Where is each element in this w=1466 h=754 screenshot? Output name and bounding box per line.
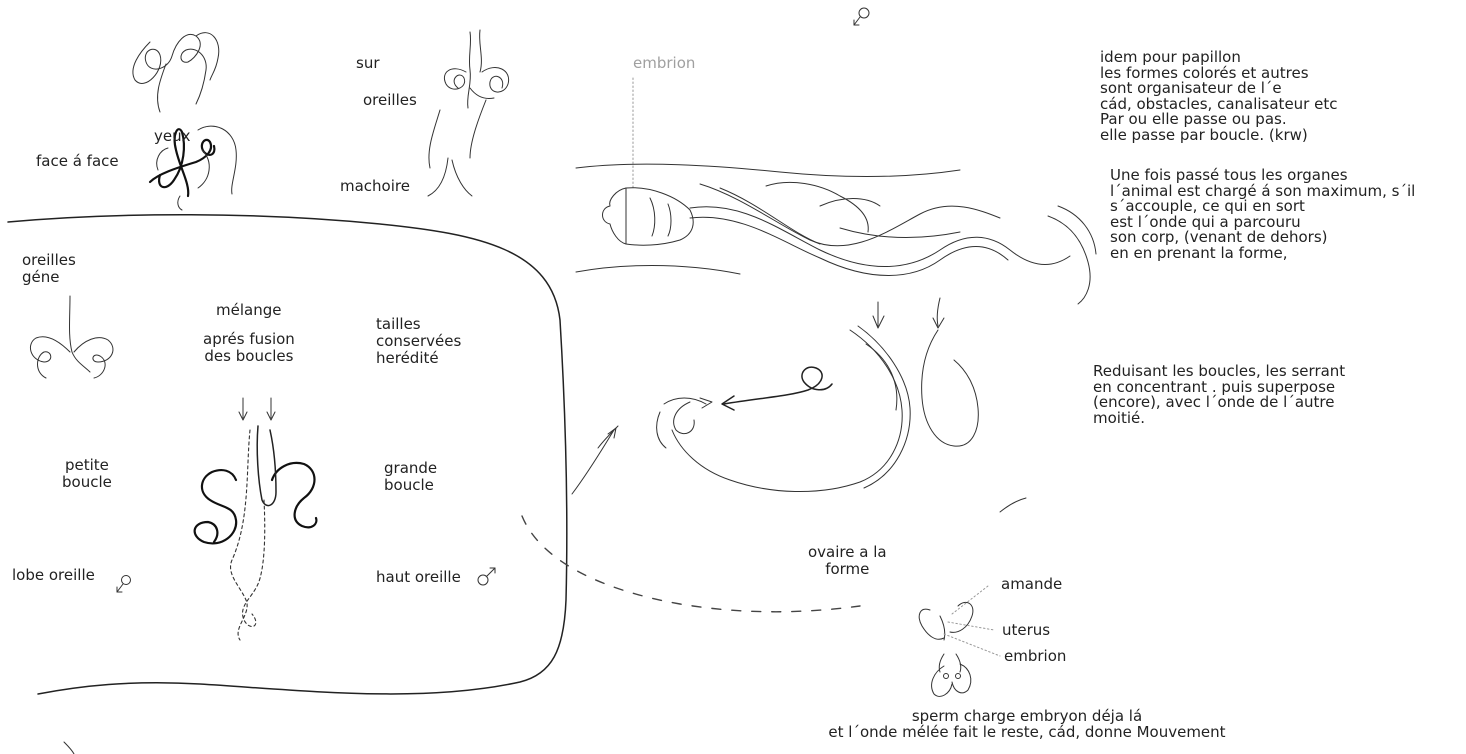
embryo-waves-sketch xyxy=(576,78,1096,304)
label-sur: sur xyxy=(356,55,380,72)
label-ovaire: ovaire a la forme xyxy=(808,544,887,578)
loops-scribble-sketch xyxy=(133,33,219,112)
label-lobe-oreille: lobe oreille xyxy=(12,567,95,584)
label-embrion-bottom: embrion xyxy=(1004,648,1066,665)
label-petite-boucle: petite boucle xyxy=(62,457,112,491)
melange-fusion-sketch xyxy=(195,398,317,640)
label-uterus: uterus xyxy=(1002,622,1050,639)
label-yeux: yeux xyxy=(154,128,191,145)
label-embrion-top: embrion xyxy=(633,55,695,72)
ears-gene-sketch xyxy=(30,296,113,378)
label-machoire: machoire xyxy=(340,178,410,195)
note-sperm: sperm charge embryon déja lá et l´onde m… xyxy=(752,709,1302,740)
label-apres-fusion: aprés fusion des boucles xyxy=(203,331,295,365)
male-symbol-haut-icon xyxy=(478,568,495,585)
label-melange: mélange xyxy=(216,302,281,319)
label-tailles: tailles conservées herédité xyxy=(376,316,461,367)
label-amande: amande xyxy=(1001,576,1062,593)
note-papillon: idem pour papillon les formes colorés et… xyxy=(1100,50,1337,143)
female-symbol-icon xyxy=(117,576,131,593)
label-haut-oreille: haut oreille xyxy=(376,569,461,586)
note-boucles: Reduisant les boucles, les serrant en co… xyxy=(1093,364,1345,426)
uterus-sketch xyxy=(919,586,1000,696)
label-oreilles: oreilles xyxy=(363,92,417,109)
label-grande-boucle: grande boucle xyxy=(384,460,437,494)
male-symbol-icon xyxy=(854,8,869,25)
note-organes: Une fois passé tous les organes l´animal… xyxy=(1110,168,1415,261)
label-face-a-face: face á face xyxy=(36,153,119,170)
ears-jaw-sketch xyxy=(428,30,509,196)
label-oreilles-gene: oreilles géne xyxy=(22,252,76,286)
ovary-sketch xyxy=(657,298,1026,512)
dashed-arc-path xyxy=(522,426,860,612)
